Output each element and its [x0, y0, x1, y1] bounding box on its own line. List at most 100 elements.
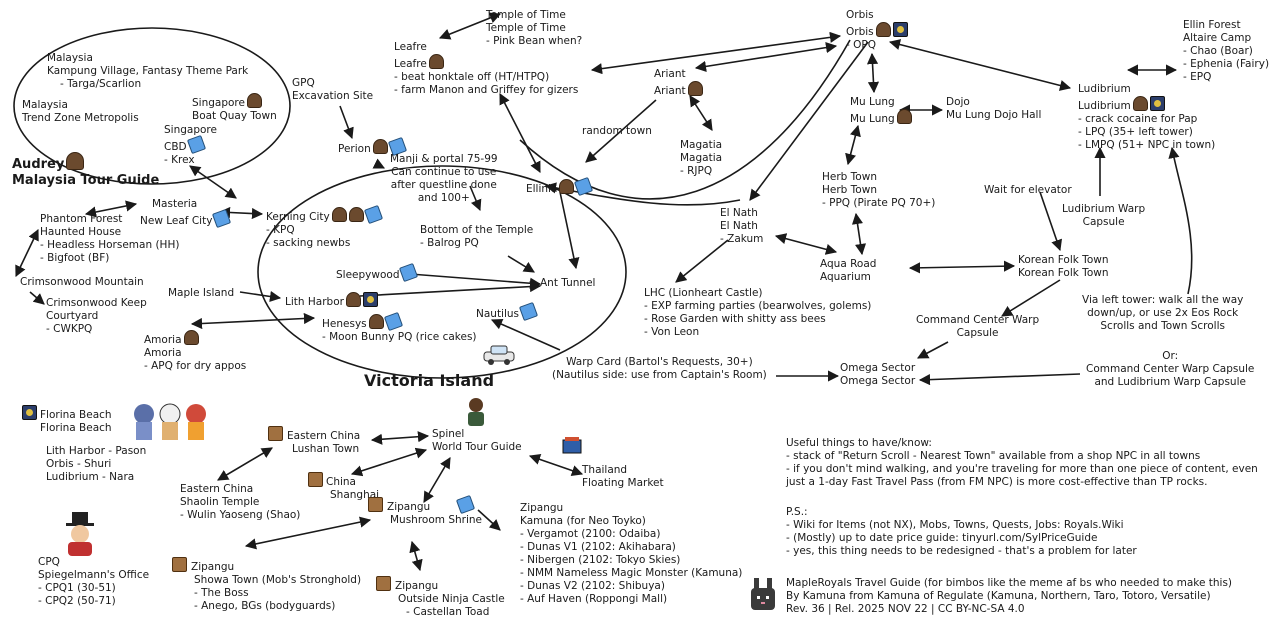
taxi-tag-icon — [574, 176, 594, 197]
florina-npcs-icon — [130, 400, 212, 442]
node-florina: Florina Beach Florina Beach — [22, 405, 112, 435]
node-mushroom-shrine: Zipangu Mushroom Shrine — [368, 494, 482, 527]
building-icon — [368, 497, 383, 512]
taxi-tag-icon — [383, 311, 403, 332]
node-omega: Omega Sector Omega Sector — [840, 362, 916, 387]
node-malaysia-kampung: Malaysia Kampung Village, Fantasy Theme … — [47, 52, 249, 90]
node-showa: Zipangu Showa Town (Mob's Stronghold) - … — [172, 557, 361, 613]
node-gpq: GPQ Excavation Site — [292, 77, 374, 102]
npc-icon — [1132, 96, 1148, 111]
node-left-tower: Via left tower: walk all the way down/up… — [1082, 294, 1244, 332]
node-mulung: Mu Lung Mu Lung — [850, 96, 912, 126]
node-ellinia: Ellinia — [526, 176, 594, 197]
node-random-town: random town — [582, 125, 652, 137]
node-shaolin: Eastern China Shaolin Temple - Wulin Yao… — [180, 483, 301, 521]
node-warp-card: Warp Card (Bartol's Requests, 30+) (Naut… — [552, 356, 767, 381]
npc-icon — [687, 81, 703, 96]
node-perion: Perion — [338, 136, 407, 157]
region-title-victoria: Victoria Island — [364, 371, 495, 390]
taxi-tag-icon — [186, 134, 206, 155]
node-sleepywood: Sleepywood — [336, 262, 419, 283]
npc-icon — [66, 152, 85, 170]
node-masteria: Masteria New Leaf City — [140, 198, 232, 229]
spinel-npc-icon — [464, 396, 488, 426]
map-icon — [362, 292, 378, 307]
npc-icon — [372, 139, 388, 154]
map-icon — [1149, 96, 1165, 111]
node-spinel: Spinel World Tour Guide — [432, 428, 522, 453]
building-icon — [172, 557, 187, 572]
node-crimson-mtn: Crimsonwood Mountain — [20, 276, 144, 288]
node-cc-warp: Command Center Warp Capsule — [916, 314, 1040, 339]
node-maple-island: Maple Island — [168, 287, 235, 299]
npc-icon — [368, 314, 384, 329]
node-singapore-boat: Singapore Boat Quay Town — [192, 93, 277, 123]
thailand-building-icon — [562, 436, 582, 454]
node-magatia: Magatia Magatia - RJPQ — [680, 139, 723, 177]
building-icon — [376, 576, 391, 591]
node-dojo: Dojo Mu Lung Dojo Hall — [946, 96, 1042, 121]
node-crimson-keep: Crimsonwood Keep Courtyard - CWKPQ — [46, 297, 147, 335]
node-ludibrium: Ludibrium Ludibrium - crack cocaine for … — [1078, 83, 1216, 151]
npc-icon — [331, 207, 347, 222]
node-elnath: El Nath El Nath - Zakum — [720, 207, 764, 245]
taxi-tag-icon — [518, 301, 539, 322]
bunny-logo-icon — [748, 578, 778, 612]
taxi-tag-icon — [456, 494, 476, 515]
node-wait-elevator: Wait for elevator — [984, 184, 1072, 196]
taxi-tag-icon — [363, 204, 383, 225]
node-henesys: Henesys - Moon Bunny PQ (rice cakes) — [322, 311, 477, 344]
victoria-oval — [257, 165, 627, 379]
node-temple-of-time: Temple of Time Temple of Time - Pink Bea… — [486, 9, 583, 47]
notes-useful: Useful things to have/know: - stack of "… — [786, 437, 1258, 488]
npc-icon — [559, 179, 575, 194]
node-aqua: Aqua Road Aquarium — [820, 258, 877, 283]
node-manji: Manji & portal 75-99 Can continue to use… — [390, 153, 498, 204]
node-shanghai: China Shanghai — [308, 472, 379, 502]
node-orbis: Orbis Orbis - OPQ — [846, 9, 908, 52]
node-bottom-temple: Bottom of the Temple - Balrog PQ — [420, 224, 534, 249]
node-leafre: Leafre Leafre - beat honktale off (HT/HT… — [394, 41, 579, 96]
node-florina-from: Lith Harbor - Pason Orbis - Shuri Ludibr… — [46, 445, 147, 483]
notes-ps: P.S.: - Wiki for Items (not NX), Mobs, T… — [786, 506, 1137, 557]
notes-credits: MapleRoyals Travel Guide (for bimbos lik… — [786, 577, 1233, 615]
node-lith: Lith Harbor — [285, 292, 378, 309]
node-herb: Herb Town Herb Town - PPQ (Pirate PQ 70+… — [822, 171, 936, 209]
npc-icon — [183, 330, 199, 345]
node-ellin: Ellin Forest Altaire Camp - Chao (Boar) … — [1183, 19, 1270, 83]
node-or-note: Or: Command Center Warp Capsule and Ludi… — [1086, 350, 1255, 388]
node-ninja: Zipangu Outside Ninja Castle - Castellan… — [376, 576, 505, 619]
taxi-tag-icon — [212, 208, 232, 229]
node-malaysia-trend: Malaysia Trend Zone Metropolis — [22, 99, 139, 124]
victoria-oval-tail — [519, 39, 851, 200]
taxi-tag-icon — [399, 262, 419, 283]
npc-icon — [428, 54, 444, 69]
node-thailand: Thailand Floating Market — [582, 464, 664, 489]
spiegelmann-npc-icon — [60, 512, 100, 556]
node-ant-tunnel: Ant Tunnel — [540, 277, 596, 289]
node-korean: Korean Folk Town Korean Folk Town — [1018, 254, 1109, 279]
node-audrey: Audrey Malaysia Tour Guide — [12, 152, 159, 189]
node-cpq: CPQ Spiegelmann's Office - CPQ1 (30-51) … — [38, 556, 150, 607]
node-lud-warp: Ludibrium Warp Capsule — [1062, 203, 1146, 228]
node-amoria: Amoria Amoria - APQ for dry appos — [144, 330, 246, 373]
node-singapore-cbd: Singapore CBD - Krex — [164, 124, 217, 166]
taxi-icon — [482, 344, 516, 366]
map-icon — [892, 22, 908, 37]
map-icon — [22, 405, 37, 420]
npc-icon — [348, 207, 364, 222]
npc-icon — [345, 292, 361, 307]
node-lushan: Eastern China Lushan Town — [268, 426, 360, 456]
node-ariant: Ariant Ariant — [654, 68, 703, 98]
npc-icon — [246, 93, 262, 108]
node-phantom: Phantom Forest Haunted House - Headless … — [40, 213, 180, 264]
malaysia-oval — [13, 27, 291, 185]
node-lhc: LHC (Lionheart Castle) - EXP farming par… — [644, 287, 872, 338]
building-icon — [308, 472, 323, 487]
node-kerning: Kerning City - KPQ - sacking newbs — [266, 204, 383, 250]
node-nautilus: Nautilus — [476, 301, 539, 322]
npc-icon — [896, 109, 912, 124]
node-kamuna: Zipangu Kamuna (for Neo Toyko) - Vergamo… — [520, 502, 743, 605]
building-icon — [268, 426, 283, 441]
